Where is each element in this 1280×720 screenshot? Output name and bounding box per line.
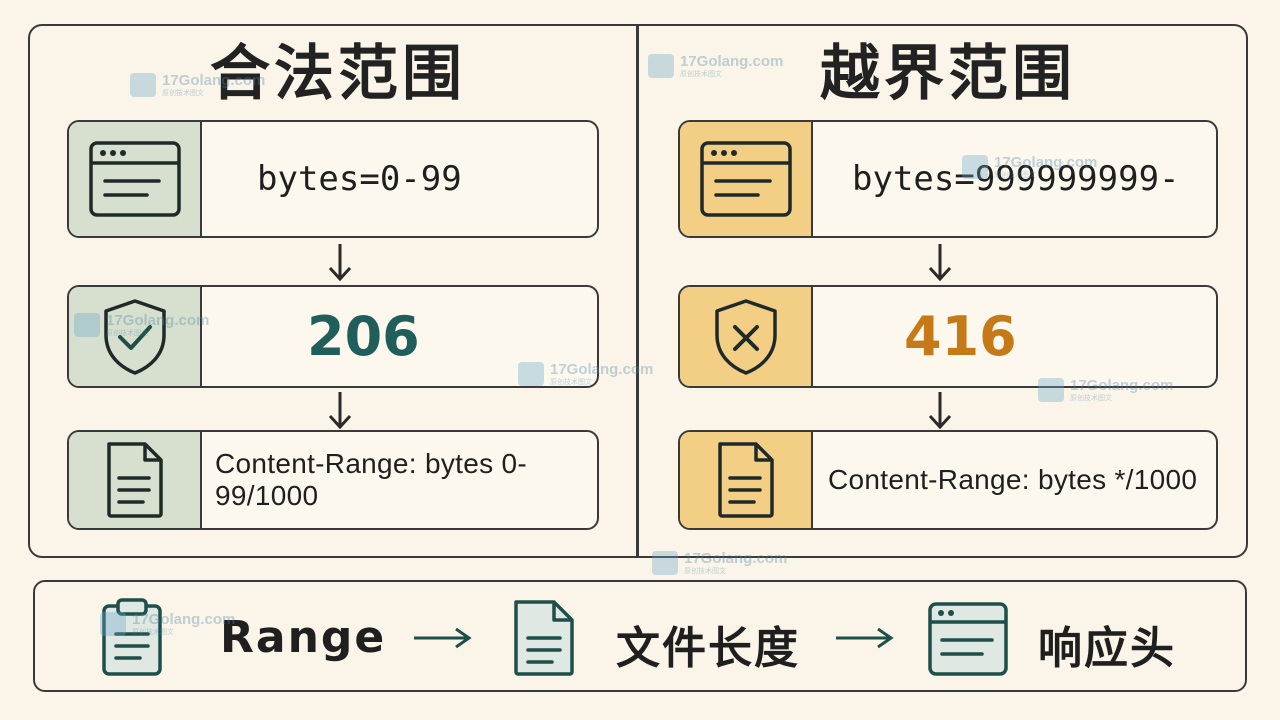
valid-request-text: bytes=0-99 xyxy=(257,159,462,199)
invalid-request-card: bytes=999999999- xyxy=(678,120,1218,238)
flow-step-range-label: Range xyxy=(220,612,387,663)
browser-window-icon xyxy=(699,141,792,217)
invalid-request-text: bytes=999999999- xyxy=(852,159,1180,199)
valid-request-icon-cell xyxy=(69,122,202,236)
clipboard-icon xyxy=(102,598,162,676)
invalid-request-icon-cell xyxy=(680,122,813,236)
flow-step-response-headers: 响应头 xyxy=(1038,612,1176,676)
down-arrow-icon xyxy=(928,244,952,282)
valid-status-card: 206 xyxy=(67,285,599,388)
out-of-range-title: 越界范围 xyxy=(820,39,1076,109)
right-arrow-icon xyxy=(414,627,472,649)
valid-status-code: 206 xyxy=(307,305,420,368)
flow-step-response-headers-label: 响应头 xyxy=(1038,623,1176,674)
valid-range-title: 合法范围 xyxy=(210,39,466,109)
watermark-subtext: 原创技术图文 xyxy=(684,568,726,575)
shield-x-icon xyxy=(714,298,777,375)
down-arrow-icon xyxy=(328,392,352,430)
invalid-header-icon-cell xyxy=(680,432,813,528)
invalid-header-card: Content-Range: bytes */1000 xyxy=(678,430,1218,530)
document-icon xyxy=(106,442,163,518)
invalid-status-icon-cell xyxy=(680,287,813,386)
column-divider xyxy=(636,26,639,556)
flow-step-file-length: 文件长度 xyxy=(616,612,800,676)
right-arrow-icon xyxy=(836,627,894,649)
flow-step-file-length-label: 文件长度 xyxy=(616,623,800,674)
comparison-panel xyxy=(28,24,1248,558)
valid-header-card: Content-Range: bytes 0-99/1000 xyxy=(67,430,599,530)
browser-window-icon xyxy=(88,141,181,217)
invalid-status-code: 416 xyxy=(904,305,1017,368)
valid-header-icon-cell xyxy=(69,432,202,528)
flow-bar xyxy=(33,580,1247,692)
down-arrow-icon xyxy=(928,392,952,430)
shield-check-icon xyxy=(103,298,166,375)
invalid-status-card: 416 xyxy=(678,285,1218,388)
invalid-content-range-header: Content-Range: bytes */1000 xyxy=(828,464,1198,495)
valid-status-icon-cell xyxy=(69,287,202,386)
valid-request-card: bytes=0-99 xyxy=(67,120,599,238)
document-icon xyxy=(514,600,574,676)
browser-window-icon xyxy=(928,602,1008,676)
flow-step-range: Range xyxy=(220,612,386,663)
document-icon xyxy=(717,442,774,518)
valid-content-range-header: Content-Range: bytes 0-99/1000 xyxy=(215,448,527,511)
down-arrow-icon xyxy=(328,244,352,282)
